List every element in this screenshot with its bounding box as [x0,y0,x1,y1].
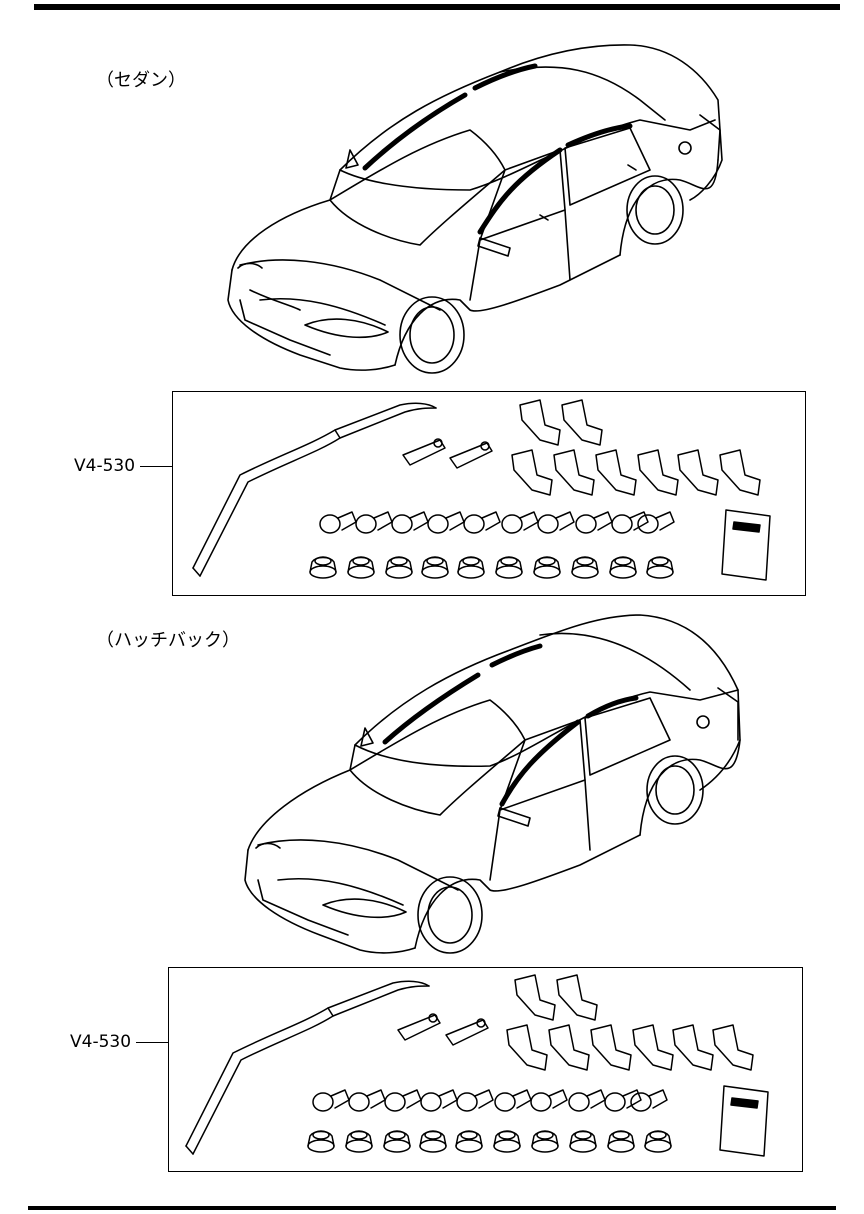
bracket-clip-icon [402,438,493,469]
leader-line-sedan [140,466,172,467]
visor-strip-icon [185,980,430,1155]
part-number-label-sedan: V4-530 [74,456,136,476]
mounting-clip-icon [506,974,754,1071]
push-rivet-icon [312,1089,668,1112]
grommet-icon [309,556,674,579]
top-rule [34,4,840,10]
kit-box-hatchback [168,967,803,1172]
leader-line-hatchback [136,1042,168,1043]
part-number-label-hatchback: V4-530 [70,1032,132,1052]
mounting-clip-icon [511,399,761,496]
visor-strip-icon [192,402,437,577]
variant-label-hatchback: （ハッチバック） [96,630,240,651]
instruction-sheet-icon [721,509,771,581]
bottom-rule [28,1206,836,1210]
variant-label-sedan: （セダン） [96,70,186,91]
bracket-clip-icon [397,1013,489,1046]
grommet-icon [307,1130,672,1153]
push-rivet-icon [319,511,675,534]
kit-box-sedan [172,391,806,596]
instruction-sheet-icon [719,1085,769,1157]
